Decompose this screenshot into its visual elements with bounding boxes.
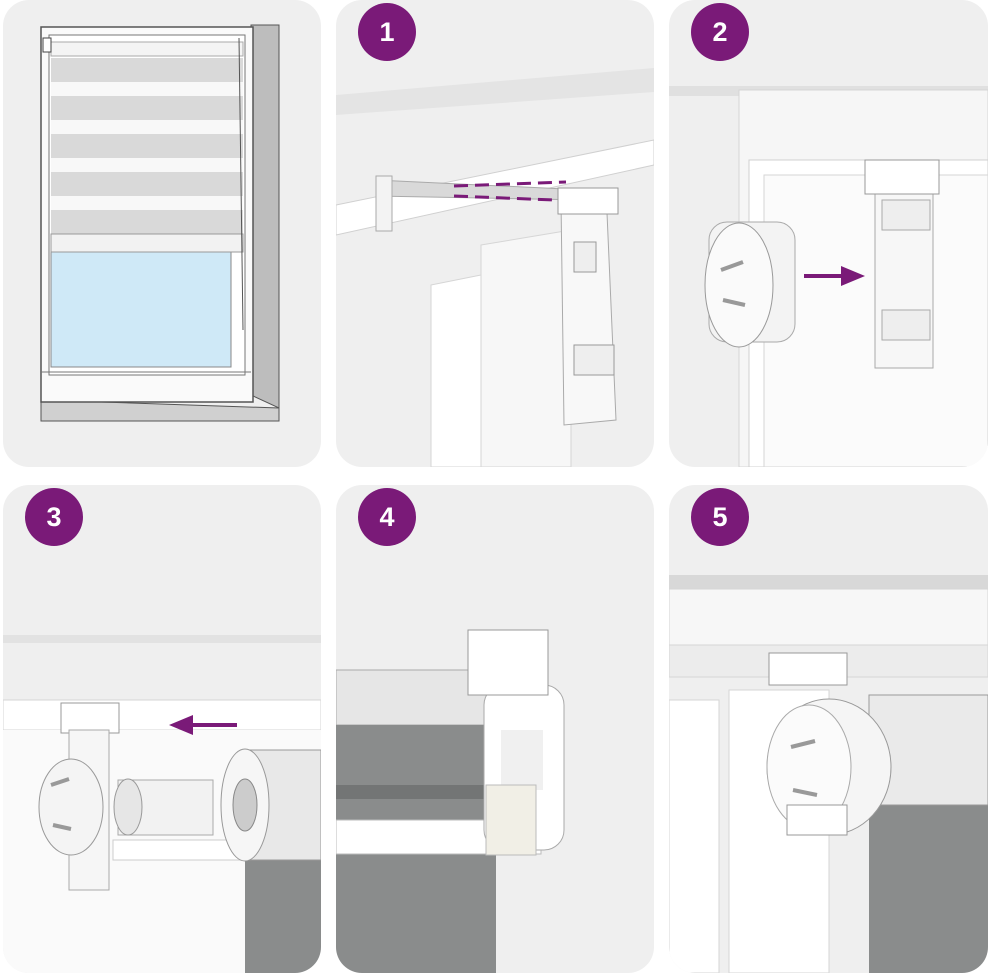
window-blind-illustration (40, 24, 280, 422)
step-badge-3: 3 (25, 488, 83, 546)
step-badge-2: 2 (691, 3, 749, 61)
step-5-illustration (669, 575, 988, 973)
step-badge-4: 4 (358, 488, 416, 546)
arrow-right-icon (841, 266, 865, 286)
dashed-guide-line (453, 194, 555, 202)
step-4-illustration (336, 629, 565, 973)
step-3-panel: 3 (3, 485, 321, 973)
step-5-panel: 5 (669, 485, 988, 973)
step-1-panel: 1 (336, 0, 654, 467)
overview-panel (3, 0, 321, 467)
step-2-illustration (669, 86, 988, 467)
step-2-panel: 2 (669, 0, 988, 467)
step-1-illustration (336, 68, 654, 467)
step-4-panel: 4 (336, 485, 654, 973)
step-badge-5: 5 (691, 488, 749, 546)
step-badge-1: 1 (358, 3, 416, 61)
step-3-illustration (3, 635, 321, 973)
arrow-left-icon (169, 715, 193, 735)
